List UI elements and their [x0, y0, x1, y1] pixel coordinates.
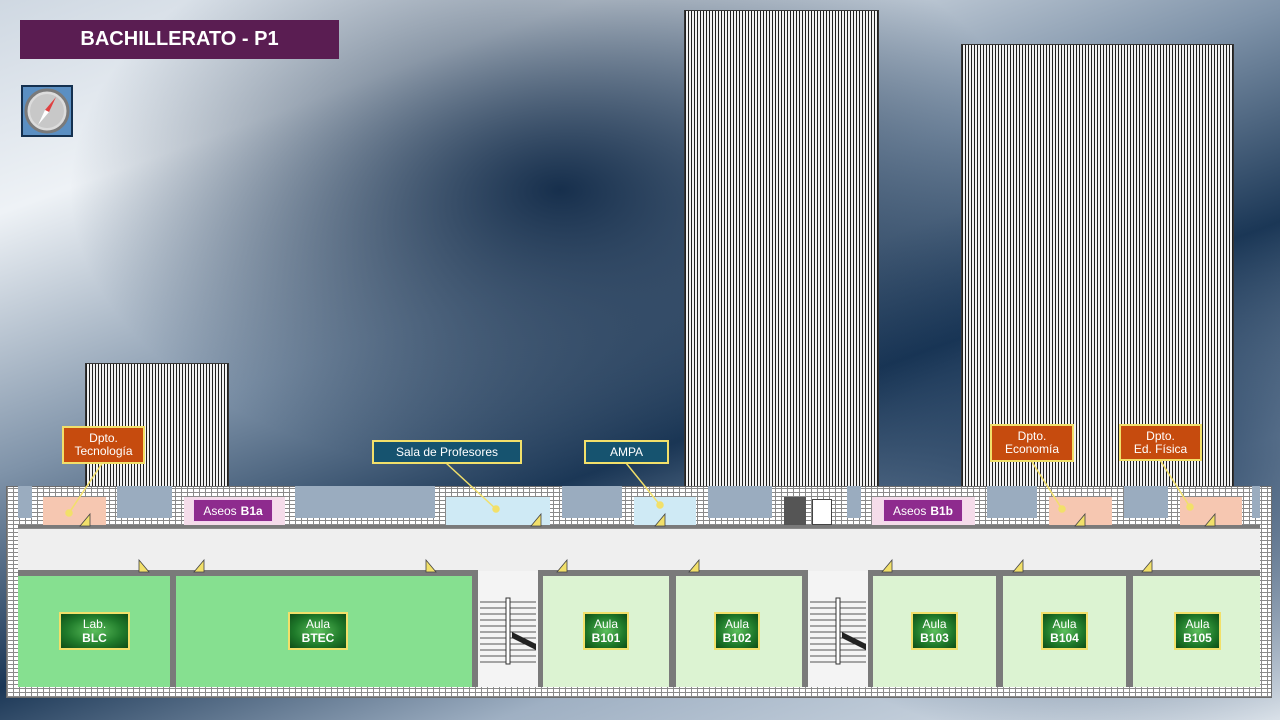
floor-title: BACHILLERATO - P1	[20, 20, 339, 59]
elevator-door	[812, 499, 832, 525]
door-marker-icon	[425, 558, 437, 573]
label-dpto-ed-fisica[interactable]: Dpto. Ed. Física	[1119, 424, 1202, 461]
main-corridor	[18, 529, 1260, 571]
compass-button[interactable]	[21, 85, 73, 137]
door-marker-icon	[1012, 558, 1024, 573]
room-dpto-tecnologia[interactable]	[43, 497, 106, 527]
door-marker-icon	[1204, 512, 1216, 527]
door-marker-icon	[193, 558, 205, 573]
door-marker-icon	[1074, 512, 1086, 527]
stairs-icon	[810, 597, 866, 665]
door-marker-icon	[688, 558, 700, 573]
label-ampa[interactable]: AMPA	[584, 440, 669, 464]
door-marker-icon	[881, 558, 893, 573]
door-marker-icon	[138, 558, 150, 573]
door-marker-icon	[530, 512, 542, 527]
compass-icon	[24, 88, 70, 134]
label-lab-blc[interactable]: Lab.BLC	[59, 612, 130, 650]
door-marker-icon	[654, 512, 666, 527]
stairs-icon	[480, 597, 536, 665]
door-marker-icon	[1141, 558, 1153, 573]
label-dpto-tecnologia[interactable]: Dpto. Tecnología	[62, 426, 145, 464]
building-tower-center	[684, 10, 879, 523]
elevator-shaft	[784, 497, 806, 527]
label-sala-profesores[interactable]: Sala de Profesores	[372, 440, 522, 464]
leader-lines	[65, 459, 1194, 517]
door-marker-icon	[556, 558, 568, 573]
label-dpto-economia[interactable]: Dpto. Economía	[990, 424, 1074, 462]
door-marker-icon	[79, 512, 91, 527]
